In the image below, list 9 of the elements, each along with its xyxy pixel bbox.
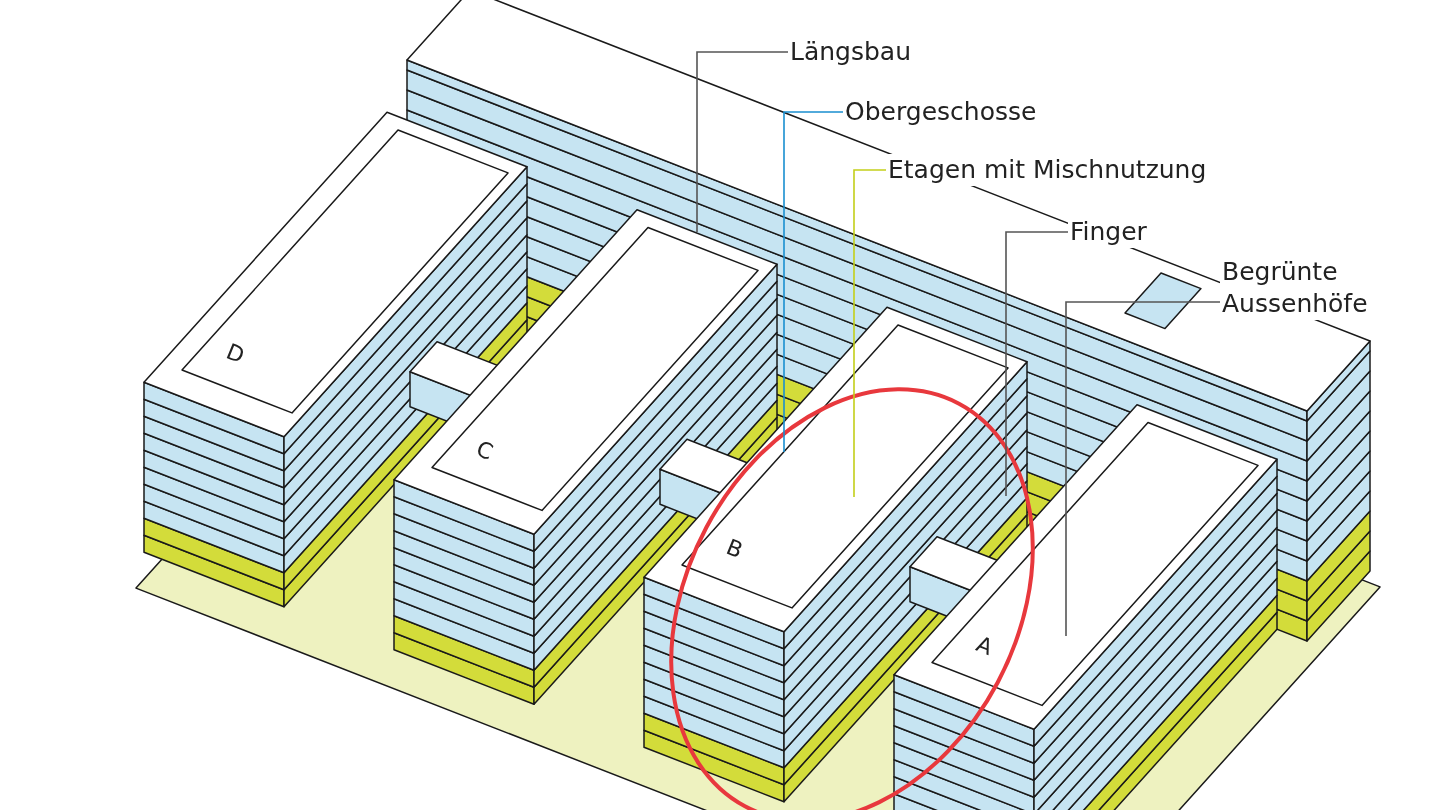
leader-line [1005, 231, 1069, 497]
building-letter: D [222, 338, 248, 368]
leader-line [783, 111, 844, 453]
building-letter: B [722, 533, 747, 563]
leader-line [696, 51, 789, 233]
leader-line [1065, 301, 1221, 637]
leader-line [853, 169, 887, 498]
building-letter: A [972, 631, 997, 660]
building-letter: C [472, 436, 497, 466]
